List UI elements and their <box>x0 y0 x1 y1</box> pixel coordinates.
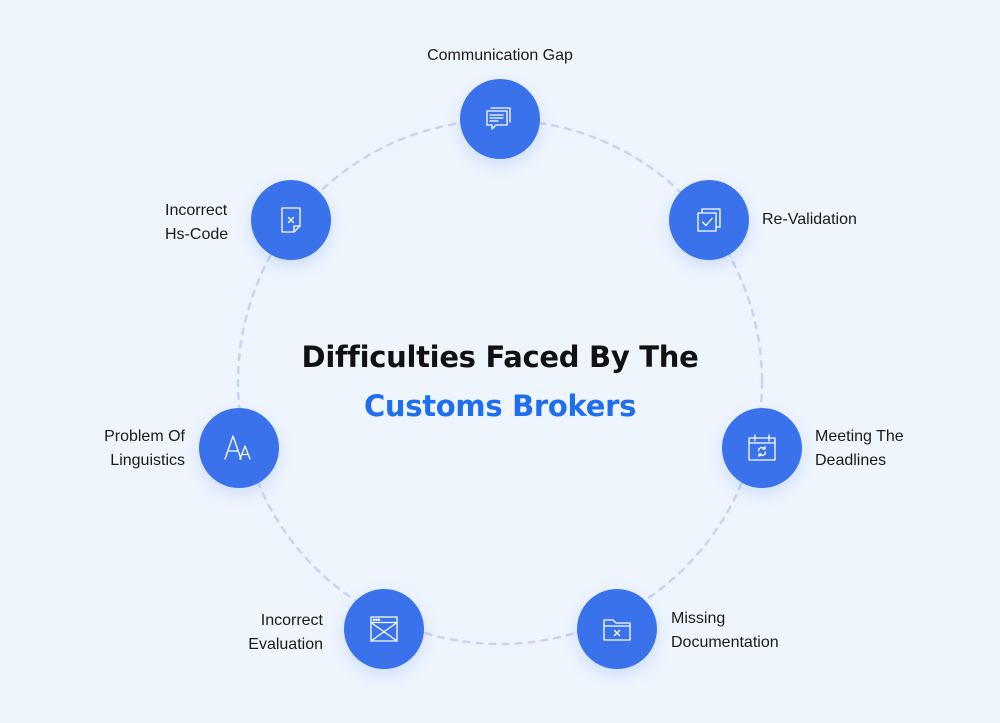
document-x-icon <box>281 207 301 233</box>
node-problem-linguistics <box>199 408 279 488</box>
label-line: Hs-Code <box>165 226 229 243</box>
node-communication-gap <box>460 79 540 159</box>
documents-check-icon <box>697 208 721 232</box>
label-line: Incorrect <box>165 202 228 219</box>
label-problem-linguistics: Problem Of Linguistics <box>45 425 185 473</box>
label-missing-documentation: Missing Documentation <box>671 607 779 655</box>
browser-window-x-icon <box>370 616 398 642</box>
node-missing-documentation <box>577 589 657 669</box>
label-line: Incorrect <box>260 612 323 629</box>
label-communication-gap: Communication Gap <box>380 44 620 68</box>
label-line: Evaluation <box>248 636 323 653</box>
node-incorrect-hs-code <box>251 180 331 260</box>
node-re-validation <box>669 180 749 260</box>
calendar-refresh-icon <box>748 434 776 461</box>
chat-bubbles-icon <box>486 107 511 130</box>
label-re-validation: Re-Validation <box>762 208 857 232</box>
label-incorrect-hs-code: Incorrect Hs-Code <box>165 199 228 247</box>
font-size-icon <box>224 435 251 460</box>
diagram-title-line2: Customs Brokers <box>363 389 637 423</box>
label-line: Meeting The <box>815 428 904 445</box>
label-line: Re-Validation <box>762 211 857 228</box>
label-line: Linguistics <box>110 452 185 469</box>
node-incorrect-evaluation <box>344 589 424 669</box>
label-meeting-deadlines: Meeting The Deadlines <box>815 425 904 473</box>
label-line: Deadlines <box>815 452 887 469</box>
label-incorrect-evaluation: Incorrect Evaluation <box>183 609 323 657</box>
diagram-title-line1: Difficulties Faced By The <box>301 340 699 374</box>
node-meeting-deadlines <box>722 408 802 488</box>
label-line: Problem Of <box>104 428 185 445</box>
label-line: Communication Gap <box>427 47 573 64</box>
folder-x-icon <box>603 619 631 641</box>
label-line: Missing <box>671 610 726 627</box>
label-line: Documentation <box>671 634 779 651</box>
